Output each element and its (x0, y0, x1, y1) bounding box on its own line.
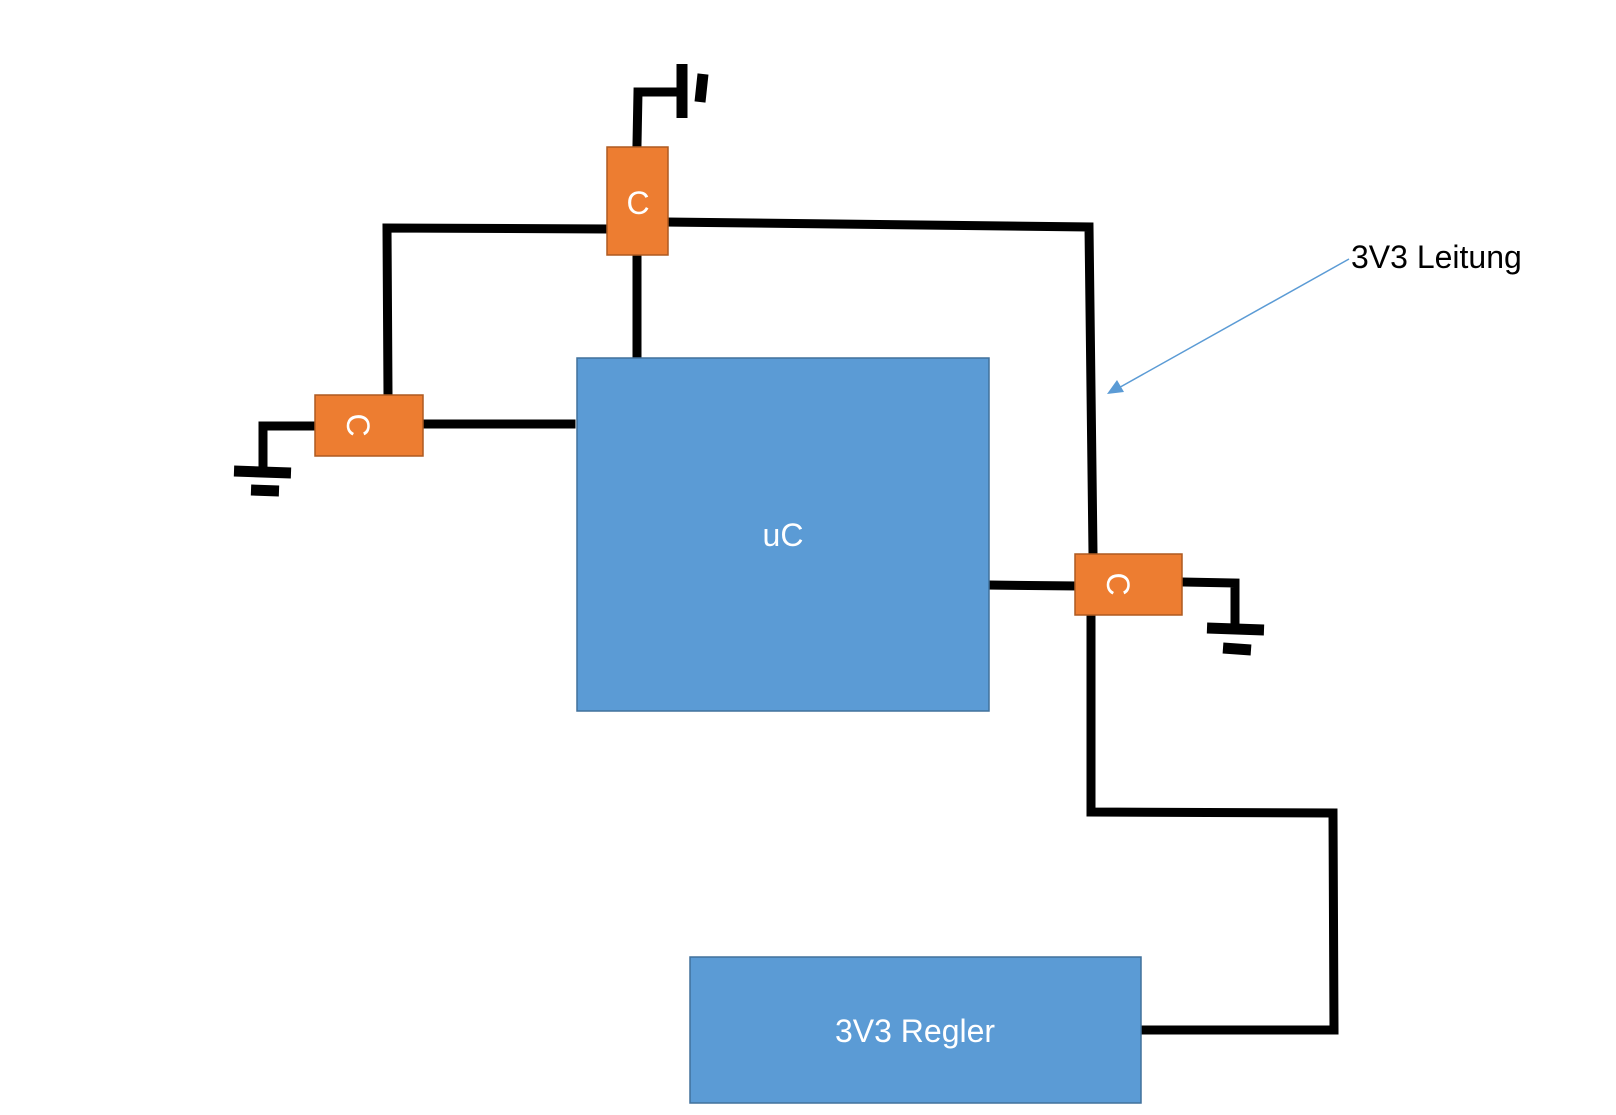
wire-right-cap-regler (1086, 611, 1339, 1035)
capacitor-right-body (1074, 553, 1183, 616)
wire-right-cap-ground (1177, 577, 1240, 631)
ground-symbol-icon (1206, 622, 1265, 656)
ground-symbols (233, 64, 1265, 656)
wire-left-cap-ground (258, 421, 319, 475)
wire-top-cap-ground (632, 87, 683, 149)
wire-top-right-rail (662, 217, 1098, 558)
capacitor-top-body (606, 146, 669, 256)
wire-top-left-rail (382, 223, 612, 400)
ground-symbol-icon (233, 465, 292, 497)
capacitor-right: C (1074, 553, 1183, 616)
uc-label: uC (763, 517, 804, 553)
block-uc: uC (576, 357, 990, 712)
uc-block-body (576, 357, 990, 712)
capacitor-left-body (314, 394, 424, 457)
annotation-3v3-leitung: 3V3 Leitung (1107, 239, 1522, 394)
capacitor-right-label: C (1100, 572, 1136, 595)
block-regler: 3V3 Regler (689, 956, 1142, 1104)
regler-block-body (689, 956, 1142, 1104)
ground-symbol-icon (676, 64, 709, 118)
capacitor-left-label: C (340, 413, 376, 436)
wires (258, 87, 1339, 1035)
annotation-label: 3V3 Leitung (1351, 239, 1522, 275)
wire-uc-right-cap (984, 580, 1080, 591)
capacitor-top: C (606, 146, 669, 256)
capacitor-left: C (314, 394, 424, 457)
capacitor-top-label: C (626, 185, 649, 221)
arrow-pointer-line (1114, 258, 1350, 391)
regler-label: 3V3 Regler (835, 1013, 995, 1049)
arrow-pointer-icon (1107, 380, 1124, 394)
